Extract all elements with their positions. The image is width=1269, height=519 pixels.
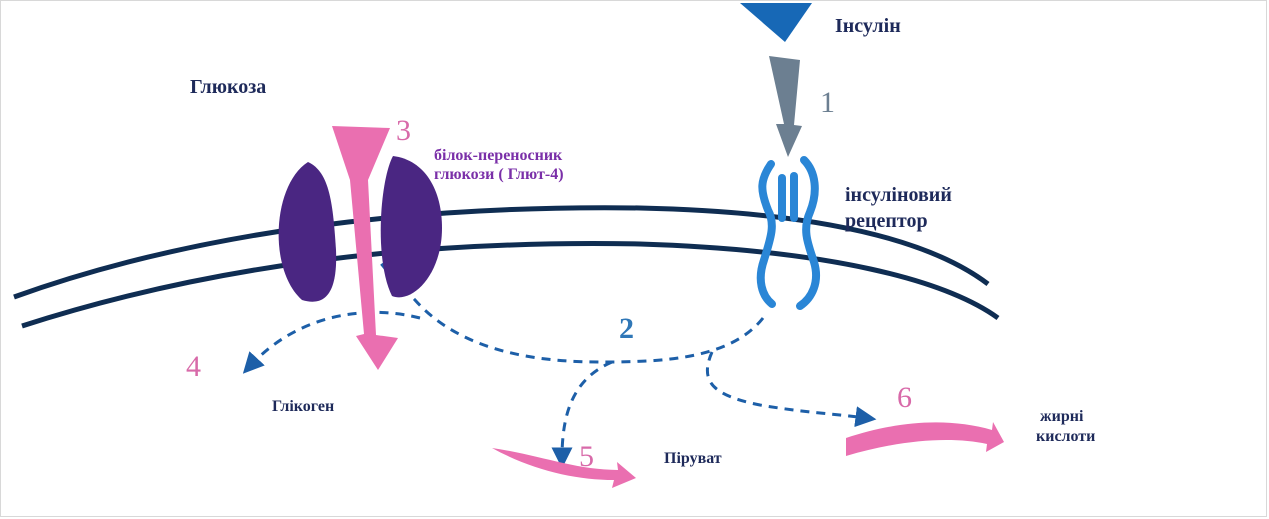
insulin-label: Інсулін [835, 15, 901, 38]
fatty-acids-product-arrow [846, 422, 1004, 456]
insulin-triangle-icon [740, 3, 812, 42]
receptor-label-line1: інсуліновий [845, 184, 952, 207]
step-number-1: 1 [820, 88, 835, 118]
insulin-signal-arrow [769, 56, 802, 157]
insulin-receptor [761, 160, 816, 306]
signal-pathways [250, 262, 866, 458]
receptor-right-arm [800, 160, 816, 306]
transporter-label-line2: глюкози ( Глют-4) [434, 166, 564, 184]
transporter-label-line1: білок-переносник [434, 147, 562, 165]
glucose-label: Глюкоза [190, 76, 266, 99]
pyruvate-label: Піруват [664, 450, 722, 468]
fatty-acids-label-line1: жирні [1040, 408, 1083, 426]
step-number-3: 3 [396, 116, 411, 146]
step-number-5: 5 [579, 442, 594, 472]
step-number-4: 4 [186, 352, 201, 382]
glycogen-label: Глікоген [272, 398, 334, 416]
receptor-left-arm [761, 164, 772, 304]
pyruvate-product-arrow [492, 448, 636, 488]
transporter-left-lobe [279, 162, 337, 302]
pathway-to-fatty-acids [707, 352, 866, 418]
transporter-right-lobe [381, 156, 442, 297]
step-number-6: 6 [897, 383, 912, 413]
fatty-acids-label-line2: кислоти [1036, 428, 1095, 446]
pathway-main [380, 262, 763, 362]
membrane-inner-line [22, 244, 998, 326]
membrane-outer-line [14, 208, 988, 297]
step-number-2: 2 [619, 314, 634, 344]
receptor-label-line2: рецептор [845, 210, 928, 233]
